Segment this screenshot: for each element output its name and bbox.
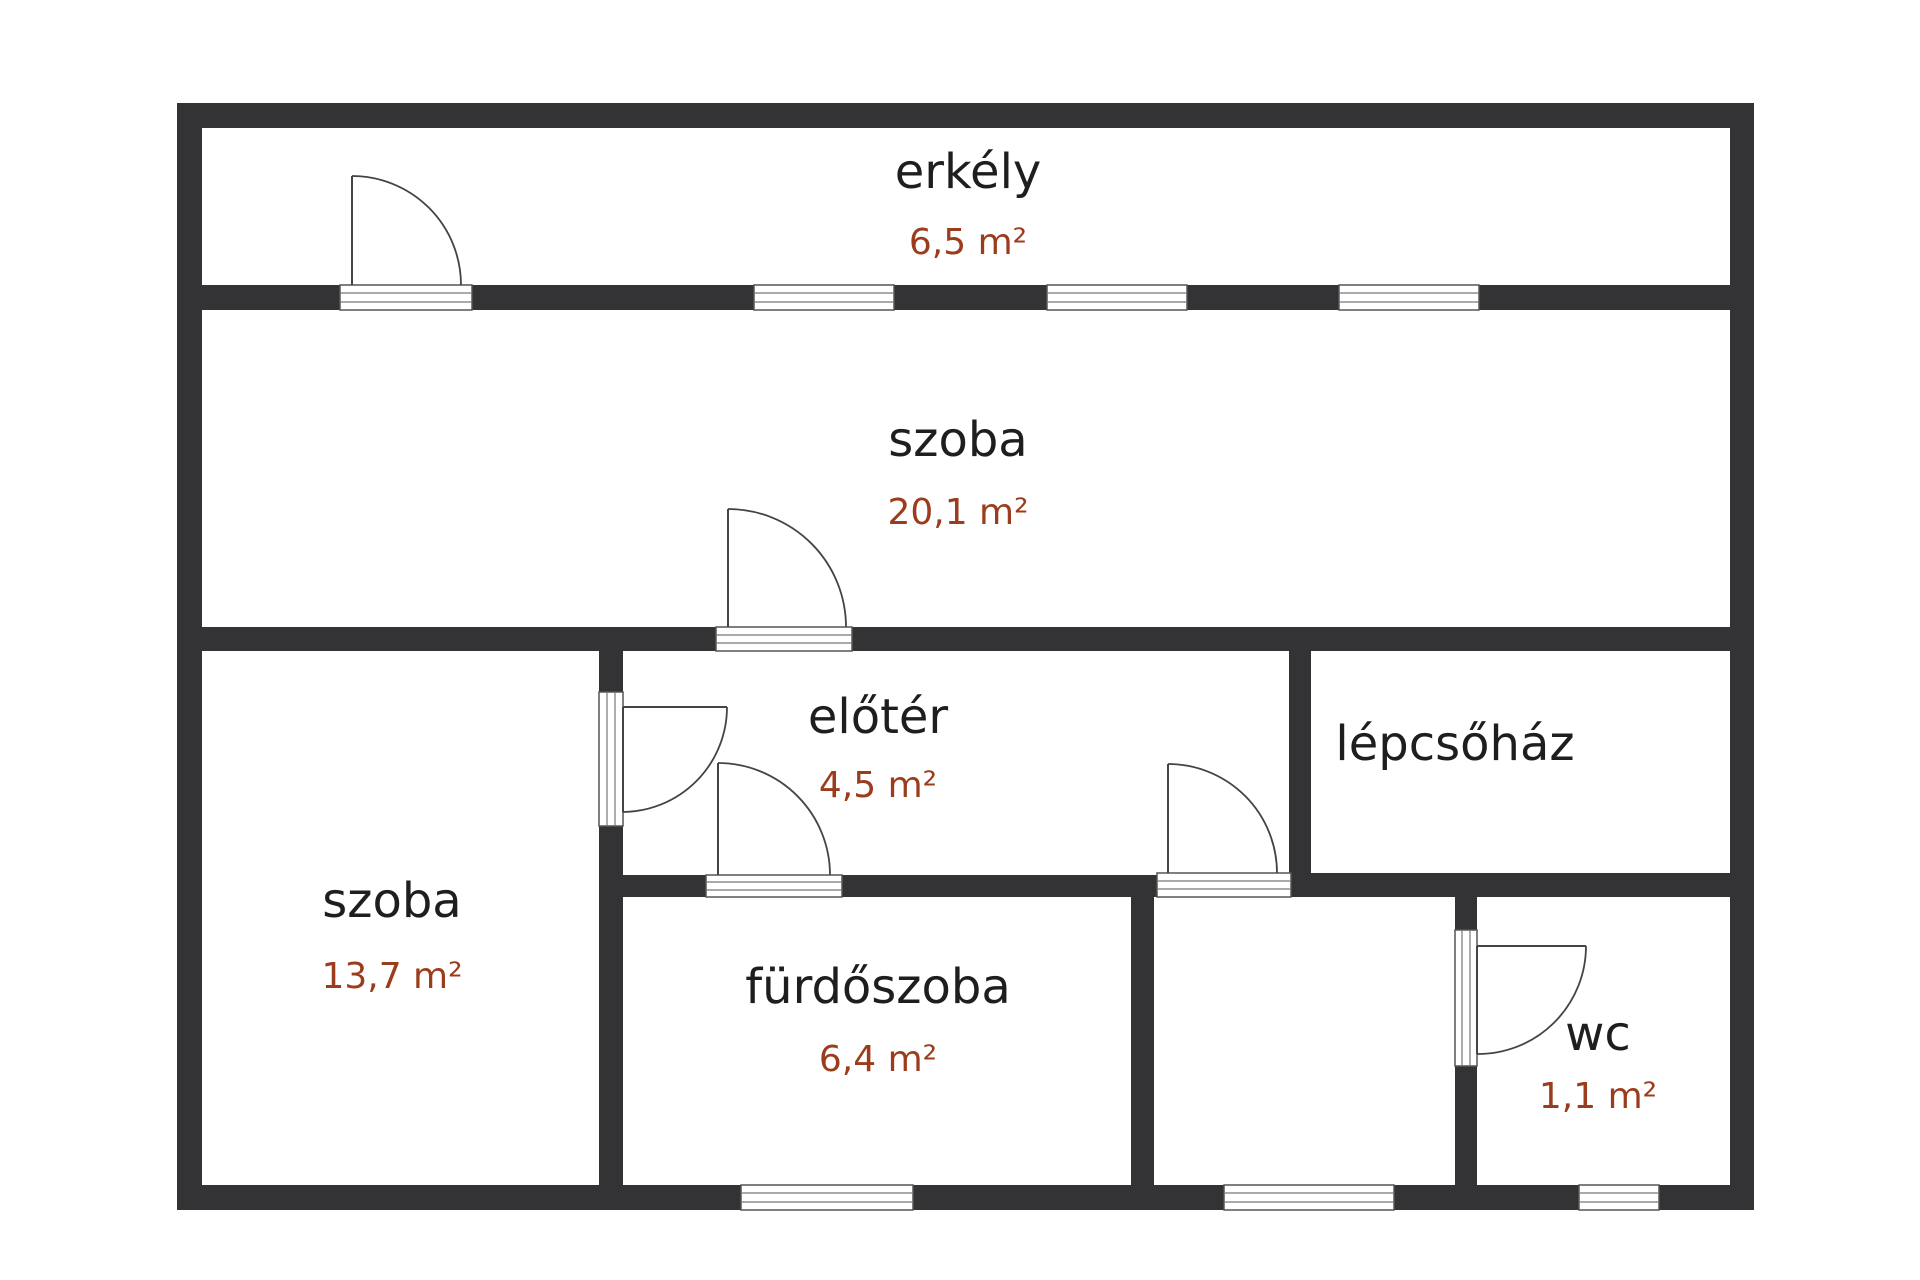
room-name-szoba-left: szoba [322, 873, 461, 929]
wall-stairs-bottom [1289, 873, 1754, 897]
openings [339, 284, 1660, 1211]
room-name-lepcsohaz: lépcsőház [1335, 716, 1574, 772]
room-name-wc: wc [1565, 1006, 1631, 1062]
door-swing-room [727, 508, 847, 628]
room-name-szoba-main: szoba [888, 412, 1027, 468]
door-swing-left-room [622, 706, 728, 813]
room-area-wc: 1,1 m² [1539, 1076, 1657, 1117]
door-opening [715, 626, 853, 652]
outer-wall-top [177, 103, 1754, 128]
wall-hall-stairs [1289, 627, 1311, 897]
outer-wall-bottom [177, 1185, 1754, 1210]
walls [177, 103, 1754, 1210]
room-area-erkely: 6,5 m² [909, 222, 1027, 263]
room-name-furdoszoba: fürdőszoba [745, 959, 1011, 1015]
window [1223, 1184, 1395, 1211]
room-area-szoba-left: 13,7 m² [321, 956, 462, 997]
outer-wall-right [1730, 103, 1754, 1210]
door-swing-small-room [1167, 763, 1278, 874]
door-opening [1156, 872, 1292, 898]
room-area-furdoszoba: 6,4 m² [819, 1039, 937, 1080]
wall-room-lower [177, 627, 1754, 651]
window [1578, 1184, 1660, 1211]
window [1046, 284, 1188, 311]
room-area-eloter: 4,5 m² [819, 765, 937, 806]
door-opening [598, 691, 624, 827]
door-swings [351, 175, 1587, 1055]
room-name-erkely: erkély [895, 144, 1042, 200]
window [1338, 284, 1480, 311]
door-opening [1454, 929, 1478, 1067]
room-area-szoba-main: 20,1 m² [887, 492, 1028, 533]
wall-bath-small [1131, 875, 1154, 1210]
room-name-eloter: előtér [808, 689, 949, 745]
door-swing-wc [1476, 945, 1587, 1055]
door-swing-balcony [351, 175, 462, 286]
door-opening [705, 874, 843, 898]
window [753, 284, 895, 311]
door-swing-bathroom [717, 762, 831, 876]
window-opening [339, 284, 473, 311]
window [740, 1184, 914, 1211]
room-labels: erkély 6,5 m² szoba 20,1 m² előtér 4,5 m… [321, 144, 1657, 1117]
outer-wall-left [177, 103, 202, 1210]
